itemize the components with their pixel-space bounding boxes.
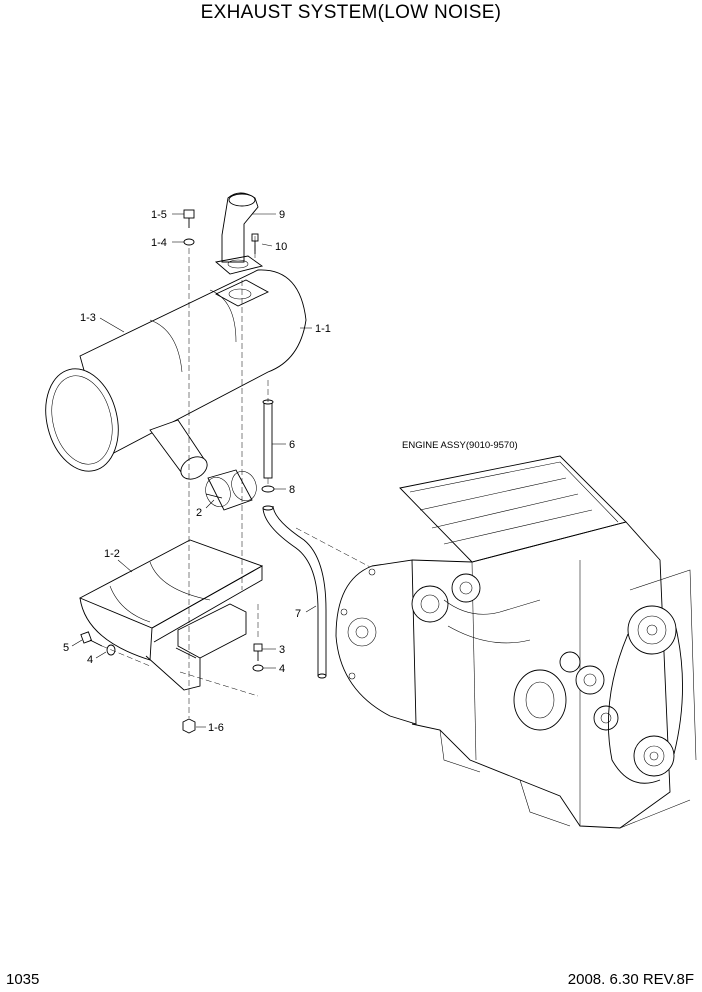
callout-label: 1-1 xyxy=(315,323,331,335)
clamp-part xyxy=(205,469,257,511)
callout-leaders xyxy=(71,213,317,728)
bolt-5-part xyxy=(80,631,103,647)
callout-labels: 1-5 1-4 9 10 1-3 1-1 6 8 2 1-2 7 5 4 3 4… xyxy=(63,209,518,734)
callout-label: 10 xyxy=(275,241,287,253)
callout-label: 4 xyxy=(87,654,93,666)
callout-label: 1-5 xyxy=(151,209,167,221)
washer-4-right-part xyxy=(252,664,264,672)
bolt-1-5-part xyxy=(183,209,195,228)
hose-7-part xyxy=(262,505,327,679)
washer-1-4-part xyxy=(183,238,195,246)
muffler-part xyxy=(45,269,307,480)
callout-label: 3 xyxy=(279,644,285,656)
callout-label: 1-3 xyxy=(80,312,96,324)
callout-label: 6 xyxy=(289,439,295,451)
callout-label: 7 xyxy=(295,608,301,620)
engine-assembly-label: ENGINE ASSY(9010-9570) xyxy=(402,440,518,451)
callout-label: 2 xyxy=(196,507,202,519)
page-title: EXHAUST SYSTEM(LOW NOISE) xyxy=(200,2,502,23)
callout-label: 1-4 xyxy=(151,237,167,249)
tube-6-part xyxy=(262,399,274,479)
callout-label: 8 xyxy=(289,484,295,496)
callout-label: 5 xyxy=(63,642,69,654)
bolt-3-part xyxy=(253,643,263,661)
ring-8-part xyxy=(261,485,275,493)
nut-1-6-part xyxy=(182,718,196,734)
assembly-center-lines xyxy=(101,236,373,718)
callout-label: 1-2 xyxy=(104,548,120,560)
muffler-bracket-part xyxy=(78,539,264,691)
exhaust-stack-part xyxy=(214,192,264,275)
callout-label: 4 xyxy=(279,663,285,675)
revision-date: 2008. 6.30 REV.8F xyxy=(567,971,694,988)
page-number: 1035 xyxy=(6,971,40,988)
callout-label: 1-6 xyxy=(208,722,224,734)
callout-label: 9 xyxy=(279,209,285,221)
engine-assembly xyxy=(335,455,697,829)
